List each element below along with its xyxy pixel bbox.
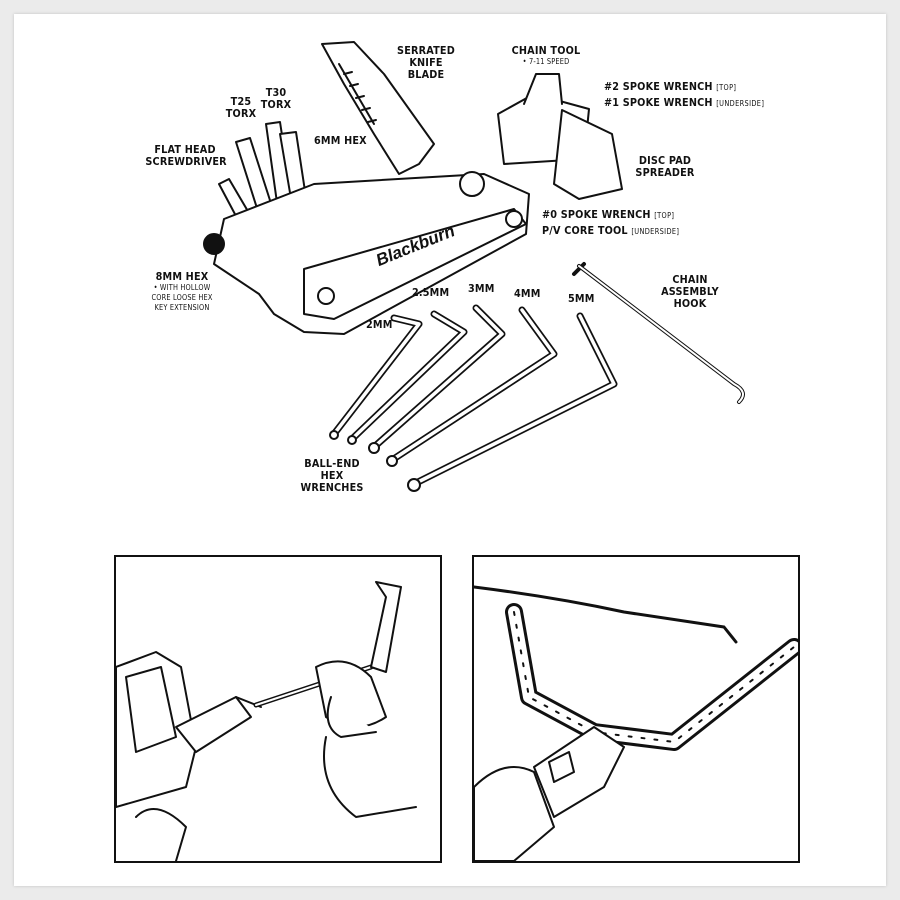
label-chain-tool: CHAIN TOOL • 7-11 SPEED [511,45,581,67]
label-pv-core-tool-text: P/V CORE TOOL [542,224,628,237]
label-ball-end-hex: BALL-END HEX WRENCHES [300,457,364,494]
label-pv-core-tool: P/V CORE TOOL [UNDERSIDE] [542,225,679,238]
label-spoke-wrench-1: #1 SPOKE WRENCH [UNDERSIDE] [604,97,764,110]
label-2-5mm: 2.5MM [412,286,450,299]
label-2mm: 2MM [366,318,393,331]
label-pv-core-tool-note: [UNDERSIDE] [631,227,680,236]
label-spoke-wrench-0-text: #0 SPOKE WRENCH [542,208,651,221]
label-spoke-wrench-2-note: [TOP] [716,83,737,92]
label-spoke-wrench-0: #0 SPOKE WRENCH [TOP] [542,209,674,222]
label-flat-head-screwdriver: FLAT HEAD SCREWDRIVER [145,143,227,168]
label-spoke-wrench-1-text: #1 SPOKE WRENCH [604,96,713,109]
label-chain-tool-sub: • 7-11 SPEED [522,57,570,66]
label-t25-torx: T25 TORX [225,95,257,120]
label-4mm: 4MM [514,287,541,300]
label-8mm-hex-text: 8MM HEX [155,270,209,283]
label-8mm-hex-sub: • WITH HOLLOW CORE LOOSE HEX KEY EXTENSI… [151,283,213,312]
label-disc-pad-spreader: DISC PAD SPREADER [635,154,695,179]
label-8mm-hex: 8MM HEX • WITH HOLLOW CORE LOOSE HEX KEY… [140,271,224,313]
label-5mm: 5MM [568,292,595,305]
label-chain-assembly-hook: CHAIN ASSEMBLY HOOK [661,273,719,310]
disc-pad-spreader [553,109,623,200]
label-spoke-wrench-0-note: [TOP] [654,211,675,220]
label-t30-torx: T30 TORX [260,86,292,111]
multitool-illustration [203,41,745,492]
hex-extension-illustration [116,581,417,861]
serrated-knife-blade [321,41,435,175]
label-3mm: 3MM [468,282,495,295]
label-chain-tool-text: CHAIN TOOL [511,44,581,57]
panel-chain-tool [472,555,800,863]
label-6mm-hex: 6MM HEX [314,134,367,147]
label-spoke-wrench-2: #2 SPOKE WRENCH [TOP] [604,81,736,94]
chain-tool-illustration [474,585,798,861]
panel-hex-extension [114,555,442,863]
diagram-sheet: Blackburn SERRATED KNIFE BLADE CHAIN TOO… [14,14,886,886]
label-spoke-wrench-1-note: [UNDERSIDE] [716,99,765,108]
label-spoke-wrench-2-text: #2 SPOKE WRENCH [604,80,713,93]
label-serrated-knife: SERRATED KNIFE BLADE [397,44,455,81]
